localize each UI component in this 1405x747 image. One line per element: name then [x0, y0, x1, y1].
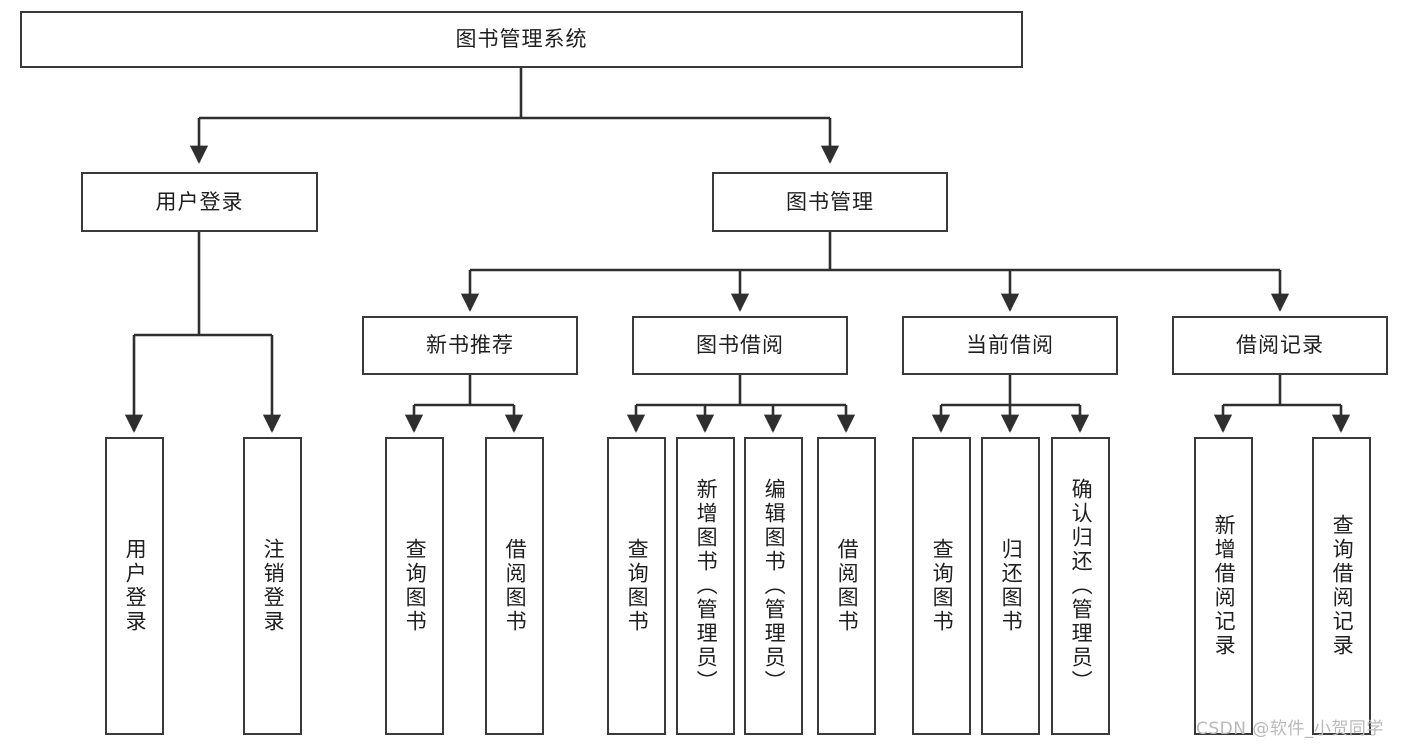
node-label: 用户登录 [155, 189, 244, 214]
leaf-recommend-query-book[interactable]: 查询图书 [385, 437, 444, 735]
leaf-borrow-add-book-admin[interactable]: 新增图书（管理员） [676, 437, 735, 735]
node-label: 查询图书 [403, 538, 428, 634]
node-book-management[interactable]: 图书管理 [712, 172, 948, 232]
node-label: 查询借阅记录 [1330, 514, 1355, 658]
node-label: 编辑图书（管理员） [762, 478, 787, 694]
node-label: 图书借阅 [696, 333, 784, 358]
leaf-current-return-book[interactable]: 归还图书 [981, 437, 1040, 735]
leaf-borrow-borrow-book[interactable]: 借阅图书 [817, 437, 876, 735]
node-label: 借阅图书 [503, 538, 528, 634]
node-label: 新增图书（管理员） [694, 478, 719, 694]
node-book-borrow[interactable]: 图书借阅 [632, 316, 848, 375]
node-label: 新增借阅记录 [1212, 514, 1237, 658]
node-label: 归还图书 [999, 538, 1024, 634]
leaf-recommend-borrow-book[interactable]: 借阅图书 [485, 437, 544, 735]
node-label: 用户登录 [123, 538, 148, 634]
leaf-borrow-edit-book-admin[interactable]: 编辑图书（管理员） [744, 437, 803, 735]
node-label: 图书管理系统 [455, 27, 588, 52]
node-user-login[interactable]: 用户登录 [81, 172, 318, 232]
node-new-book-recommend[interactable]: 新书推荐 [362, 316, 578, 375]
leaf-user-login-logout[interactable]: 注销登录 [243, 437, 302, 735]
node-label: 新书推荐 [426, 333, 514, 358]
leaf-borrow-query-book[interactable]: 查询图书 [607, 437, 666, 735]
node-label: 确认归还（管理员） [1069, 478, 1094, 694]
node-label: 注销登录 [261, 538, 286, 634]
node-current-borrow[interactable]: 当前借阅 [902, 316, 1118, 375]
leaf-records-query-record[interactable]: 查询借阅记录 [1312, 437, 1371, 735]
node-borrow-records[interactable]: 借阅记录 [1172, 316, 1388, 375]
node-label: 查询图书 [625, 538, 650, 634]
leaf-current-confirm-return-admin[interactable]: 确认归还（管理员） [1051, 437, 1110, 735]
node-label: 当前借阅 [966, 333, 1054, 358]
node-label: 借阅记录 [1236, 333, 1324, 358]
leaf-current-query-book[interactable]: 查询图书 [912, 437, 971, 735]
node-label: 借阅图书 [835, 538, 860, 634]
leaf-records-add-record[interactable]: 新增借阅记录 [1194, 437, 1253, 735]
node-label: 图书管理 [786, 189, 874, 214]
csdn-watermark: CSDN @软件_小贺同学 [1196, 719, 1384, 739]
leaf-user-login-login[interactable]: 用户登录 [105, 437, 164, 735]
node-label: 查询图书 [930, 538, 955, 634]
node-root-system[interactable]: 图书管理系统 [20, 11, 1023, 68]
